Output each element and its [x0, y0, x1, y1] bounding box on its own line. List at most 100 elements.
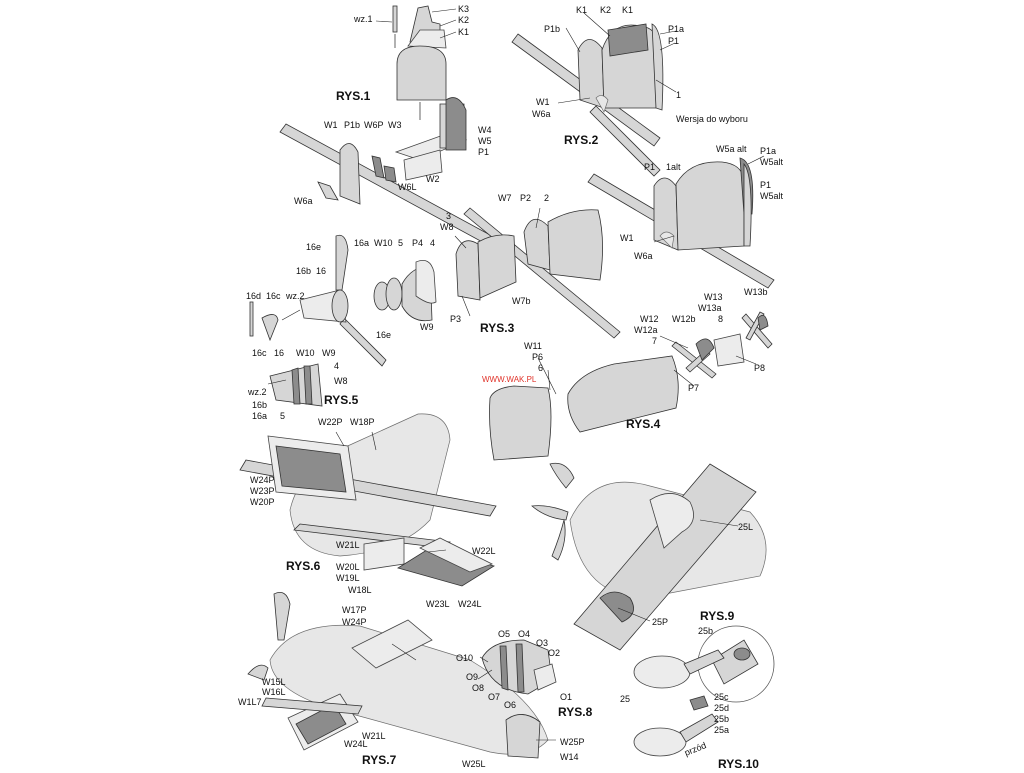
part-label: W5a alt: [716, 144, 747, 154]
part-rib: [291, 367, 301, 405]
part-label: W23P: [250, 486, 275, 496]
part-label: O8: [472, 683, 484, 693]
part-label: W25L: [462, 759, 486, 768]
part-w12: [671, 341, 717, 379]
part-label: 16e: [376, 330, 391, 340]
part-w15l: [261, 697, 363, 715]
part-p1a: [651, 23, 664, 111]
figure-title-rys2: RYS.2: [564, 133, 599, 147]
part-w23l: [419, 537, 494, 573]
part-o1: [533, 663, 557, 691]
part-label: W24P: [342, 617, 367, 627]
rys8-group: [481, 639, 557, 695]
part-25l-slot: [649, 493, 694, 549]
part-label: 16b: [296, 266, 311, 276]
part-label: P4: [412, 238, 423, 248]
part-label: 3: [446, 211, 451, 221]
part-label: 25b: [698, 626, 713, 636]
part-label: W17P: [342, 605, 367, 615]
part-label: O5: [498, 629, 510, 639]
part-label: W5alt: [760, 157, 784, 167]
part-frame: [515, 643, 525, 693]
rys6-group: [239, 413, 497, 587]
part-25-arm-top: [683, 649, 725, 675]
part-label: 16: [274, 348, 284, 358]
part-label: 25a: [714, 725, 729, 735]
part-label: O2: [548, 648, 560, 658]
part-fuselage-ghost: [269, 624, 549, 755]
rys2-group: [511, 23, 664, 177]
part-label: 6: [538, 363, 543, 373]
part-label: 25: [620, 694, 630, 704]
note-forward: przód: [683, 740, 708, 758]
part-label: O1: [560, 692, 572, 702]
leader-lines: [267, 8, 765, 741]
part-label: P1b: [344, 120, 360, 130]
rys4-group: [489, 355, 679, 461]
part-label: W6a: [294, 196, 313, 206]
part-label: O3: [536, 638, 548, 648]
part-label: W12: [640, 314, 659, 324]
rys9-group: [531, 462, 767, 651]
part-label: W7b: [512, 296, 531, 306]
part-label: P1: [478, 147, 489, 157]
part-rib-p1b: [339, 143, 361, 205]
part-label: 4: [334, 361, 339, 371]
rys10-group: [633, 625, 775, 757]
part-label: W8: [440, 222, 454, 232]
part-label: P1a: [668, 24, 684, 34]
part-prop-blade: [273, 591, 291, 641]
part-label: wz.1: [353, 14, 373, 24]
part-label: W24L: [458, 599, 482, 609]
part-8: [713, 333, 745, 367]
part-w6l: [383, 165, 397, 183]
part-label: W11: [524, 341, 542, 351]
figure-title-rys4: RYS.4: [626, 417, 661, 431]
part-label: 25d: [714, 703, 729, 713]
figure-title-rys8: RYS.8: [558, 705, 593, 719]
part-p1: [445, 97, 467, 151]
figure-title-rys5: RYS.5: [324, 393, 359, 407]
part-label: W25P: [560, 737, 585, 747]
part-label: K1: [576, 5, 587, 15]
part-label: W1: [324, 120, 338, 130]
part-label: P3: [450, 314, 461, 324]
part-label: 25L: [738, 522, 753, 532]
part-label: W13a: [698, 303, 722, 313]
part-25-arm-bottom: [679, 713, 719, 743]
part-prop-blade: [551, 519, 566, 561]
figure-title-rys7: RYS.7: [362, 753, 397, 767]
part-fuselage-2: [547, 209, 603, 281]
part-label: 16a: [354, 238, 369, 248]
part-prop-blade: [531, 505, 569, 521]
part-label: K1: [622, 5, 633, 15]
part-label: W10: [296, 348, 315, 358]
part-label: W20P: [250, 497, 275, 507]
part-prop-blade: [247, 664, 269, 681]
part-25b-detail: [733, 647, 751, 661]
part-w6a: [595, 95, 609, 113]
part-label: W14: [560, 752, 579, 762]
part-wz1: [392, 5, 398, 33]
part-p1a-alt: [743, 162, 752, 247]
part-w6p: [371, 155, 385, 179]
part-label: W13: [704, 292, 723, 302]
part-label: O10: [456, 653, 473, 663]
part-label: O4: [518, 629, 530, 639]
part-label: 1: [676, 90, 681, 100]
part-label: W22L: [472, 546, 496, 556]
part-label: O6: [504, 700, 516, 710]
part-label: W4: [478, 125, 492, 135]
rys1-group: [279, 5, 493, 245]
part-label: P1: [668, 36, 679, 46]
part-label: W2: [426, 174, 440, 184]
part-label: W16L: [262, 687, 286, 697]
part-label: 16a: [252, 411, 267, 421]
figure-title-rys3: RYS.3: [480, 321, 515, 335]
figure-title-rys6: RYS.6: [286, 559, 321, 573]
part-fuselage-1alt: [675, 161, 745, 251]
part-label: W18L: [348, 585, 372, 595]
part-label: wz.2: [285, 291, 305, 301]
part-w6a: [317, 181, 339, 201]
